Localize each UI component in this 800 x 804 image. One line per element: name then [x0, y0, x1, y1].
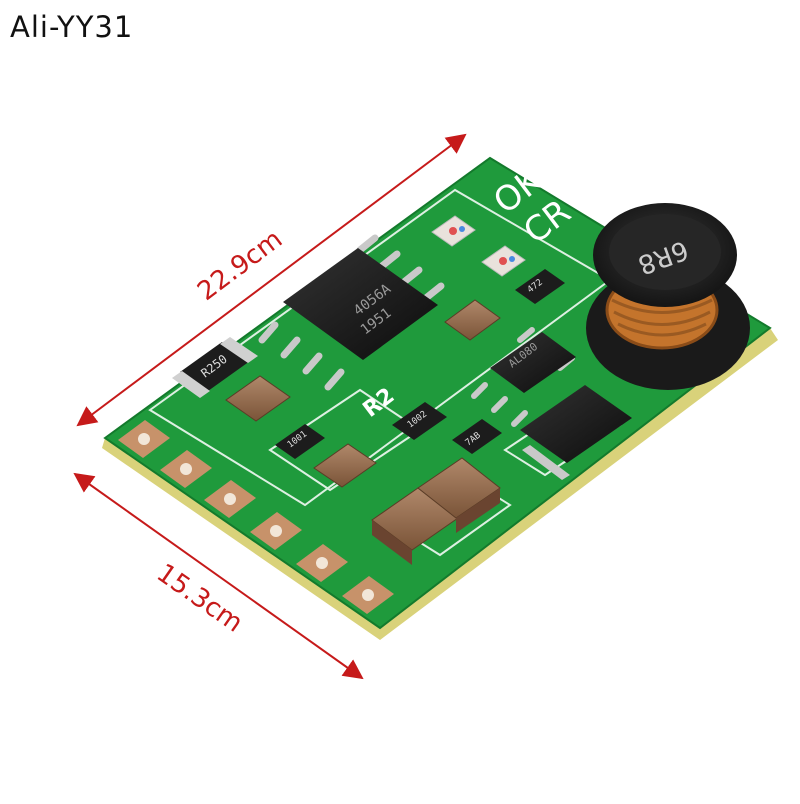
length-dimension-arrow	[76, 133, 467, 427]
pad	[342, 576, 394, 614]
led-cr	[481, 245, 526, 277]
resistor-472: 472	[515, 269, 565, 304]
capacitor-large	[417, 457, 501, 533]
resistor-r250: R250	[172, 337, 258, 398]
resistor-1001: 1001	[275, 424, 325, 459]
led-ok	[431, 215, 476, 247]
charger-ic: 4056A 1951	[258, 234, 445, 391]
inductor: 6R8	[586, 203, 750, 390]
pad	[204, 480, 256, 518]
resistor-7ab: 7AB	[452, 419, 502, 454]
capacitor	[313, 443, 377, 488]
solder-pads	[118, 420, 394, 614]
pad	[250, 512, 302, 550]
watermark: Ali-YY31	[10, 10, 134, 44]
pad	[118, 420, 170, 458]
resistor-1002: 1002	[392, 402, 447, 440]
capacitor	[444, 299, 501, 341]
width-dimension-arrow	[73, 472, 364, 680]
pcb-edge	[102, 328, 778, 640]
diode	[520, 385, 632, 480]
length-label: 22.9cm	[192, 224, 288, 307]
capacitor	[225, 375, 291, 422]
width-label: 15.3cm	[151, 558, 248, 639]
pad	[160, 450, 212, 488]
ic-pins	[258, 234, 445, 391]
capacitors	[225, 299, 501, 565]
pad	[296, 544, 348, 582]
